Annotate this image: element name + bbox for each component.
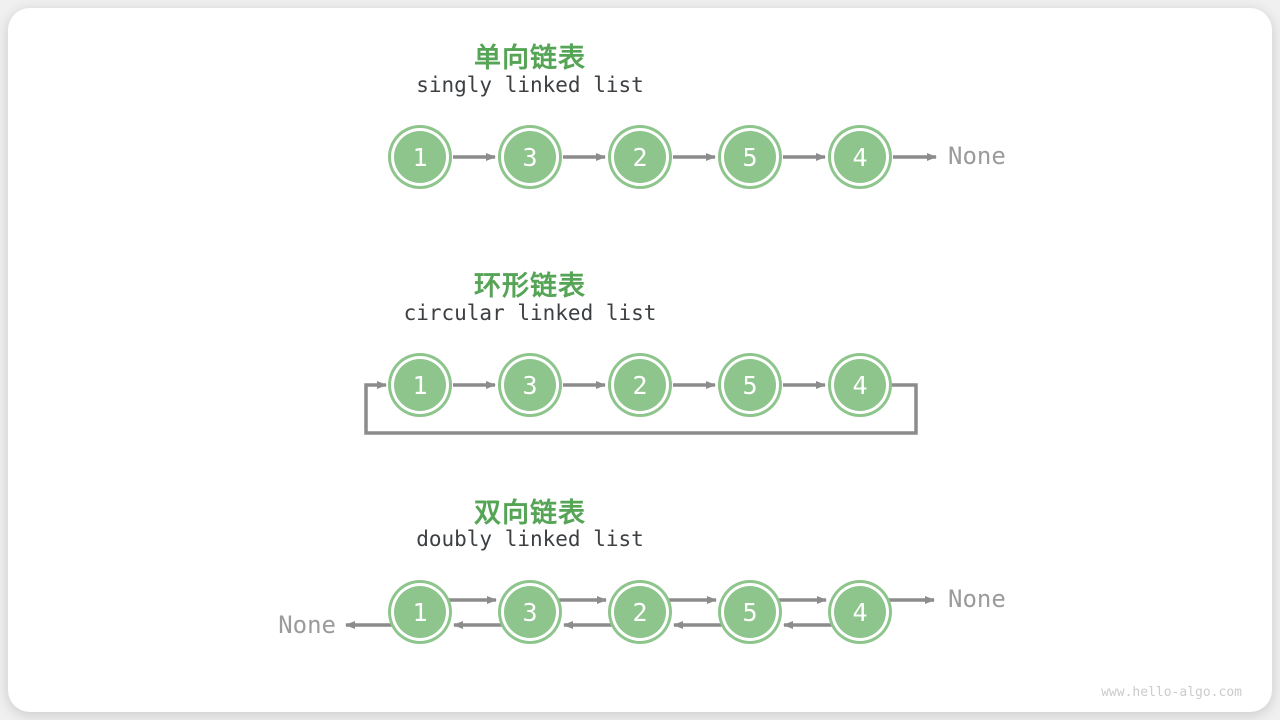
node-circle: 2 <box>614 131 666 183</box>
singly-list-title: 单向链表 <box>474 43 586 73</box>
doubly-list-subtitle: doubly linked list <box>416 527 644 551</box>
node-circle: 4 <box>834 586 886 638</box>
node-circle: 4 <box>834 131 886 183</box>
node-circle: 1 <box>394 586 446 638</box>
none-terminator-label: None <box>948 585 1006 613</box>
node-circle: 5 <box>724 359 776 411</box>
node-circle: 2 <box>614 586 666 638</box>
node-circle: 5 <box>724 131 776 183</box>
singly-list-subtitle: singly linked list <box>416 73 644 97</box>
node-circle: 3 <box>504 359 556 411</box>
circular-list-subtitle: circular linked list <box>403 301 657 325</box>
node-circle: 2 <box>614 359 666 411</box>
circular-list-title: 环形链表 <box>474 271 586 301</box>
node-circle: 5 <box>724 586 776 638</box>
node-circle: 1 <box>394 131 446 183</box>
none-terminator-label: None <box>278 611 336 639</box>
node-circle: 1 <box>394 359 446 411</box>
node-circle: 4 <box>834 359 886 411</box>
none-terminator-label: None <box>948 142 1006 170</box>
node-circle: 3 <box>504 586 556 638</box>
loop-back-arrow <box>364 381 918 435</box>
node-circle: 3 <box>504 131 556 183</box>
watermark: www.hello-algo.com <box>1101 685 1242 700</box>
doubly-list-title: 双向链表 <box>474 498 586 528</box>
